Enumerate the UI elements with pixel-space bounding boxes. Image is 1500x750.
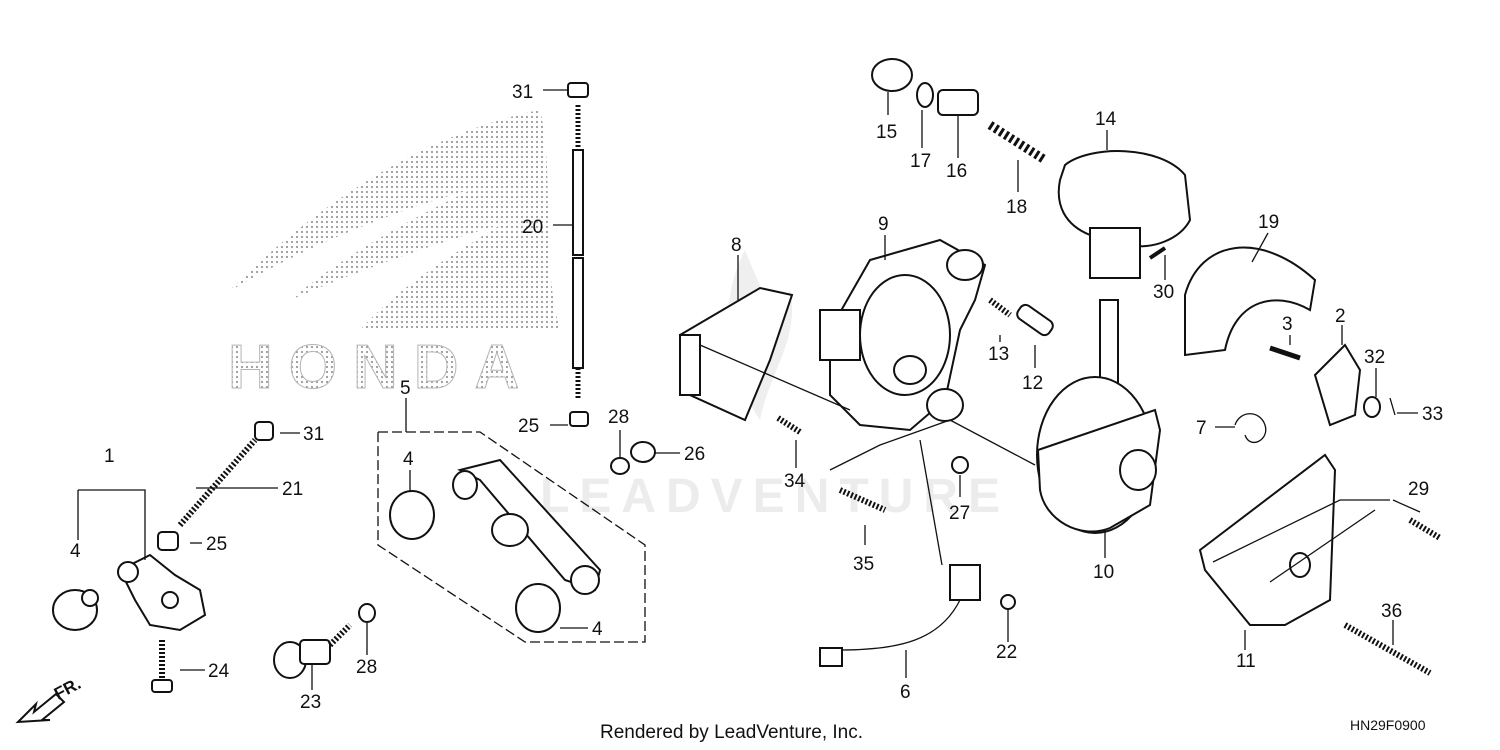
stud-rod [567, 82, 589, 427]
callout-19: 19 [1258, 212, 1279, 233]
callout-28-bottom: 28 [356, 657, 377, 678]
screw-22 [1000, 594, 1016, 610]
callout-labels: 31 20 25 31 21 25 24 1 4 5 4 4 23 28 28 … [70, 82, 1443, 713]
cover-19 [1184, 246, 1317, 357]
spring-7 [1234, 413, 1267, 444]
shift-knob [1057, 150, 1192, 411]
callout-14: 14 [1095, 109, 1117, 130]
callout-18: 18 [1006, 197, 1027, 218]
callout-31-top: 31 [512, 82, 533, 103]
callout-1: 1 [104, 446, 115, 467]
callout-25-left: 25 [206, 534, 227, 555]
pivot-bolt [273, 603, 376, 679]
switch-harness [819, 564, 981, 667]
bolt-27 [951, 456, 969, 474]
o-ring-17 [916, 82, 934, 108]
callout-4-mid: 4 [403, 449, 414, 470]
callout-15: 15 [876, 122, 897, 143]
callout-11: 11 [1236, 651, 1256, 672]
callout-28-top: 28 [608, 407, 629, 428]
callout-17: 17 [910, 151, 931, 172]
callout-4-left: 4 [70, 541, 81, 562]
callout-5: 5 [400, 378, 411, 399]
clip-33 [1389, 397, 1396, 416]
shift-housing [819, 238, 987, 432]
callout-2: 2 [1335, 306, 1346, 327]
callout-36: 36 [1381, 601, 1402, 622]
bolt-34 [776, 415, 802, 435]
callout-33: 33 [1422, 404, 1443, 425]
spring-13 [988, 297, 1012, 318]
washer-28 [610, 457, 630, 475]
leader-lines [77, 89, 1421, 690]
callout-27: 27 [949, 503, 970, 524]
long-bolt [157, 421, 274, 551]
callout-34: 34 [784, 471, 806, 492]
front-arrow-icon [15, 692, 66, 724]
joint-assembly [52, 553, 207, 693]
callout-20: 20 [522, 217, 543, 238]
callout-29: 29 [1408, 479, 1429, 500]
callout-35: 35 [853, 554, 874, 575]
callout-6: 6 [900, 682, 911, 703]
spring-18 [987, 121, 1048, 164]
valve-16 [937, 89, 979, 116]
callout-3: 3 [1282, 314, 1293, 335]
callout-26: 26 [684, 444, 705, 465]
bracket-plate [678, 286, 794, 422]
callout-16: 16 [946, 161, 967, 182]
plate-11 [1198, 453, 1337, 626]
shift-drum [1036, 376, 1162, 534]
callout-32: 32 [1364, 347, 1385, 368]
callout-12: 12 [1022, 373, 1043, 394]
bolt-3 [1269, 345, 1301, 361]
honda-watermark-text: HONDA [228, 333, 535, 402]
footer-rendered-by: Rendered by LeadVenture, Inc. [600, 722, 863, 743]
callout-10: 10 [1093, 562, 1114, 583]
plate-2 [1313, 343, 1362, 427]
pin-12 [1016, 303, 1054, 337]
bolt-36 [1343, 622, 1432, 676]
link-set [377, 431, 646, 643]
callout-25-top: 25 [518, 416, 539, 437]
callout-21: 21 [282, 479, 303, 500]
cap-15 [871, 58, 913, 92]
callout-4-bottom: 4 [592, 619, 603, 640]
diagram-code: HN29F0900 [1350, 717, 1426, 733]
callout-30: 30 [1153, 282, 1174, 303]
callout-31-left: 31 [303, 424, 324, 445]
bolt-35 [838, 487, 887, 513]
screw-30 [1148, 246, 1167, 260]
callout-24: 24 [208, 661, 230, 682]
callout-13: 13 [988, 344, 1009, 365]
callout-22: 22 [996, 642, 1017, 663]
leadventure-watermark: LEADVENTURE [540, 470, 1010, 523]
callout-8: 8 [731, 235, 742, 256]
washer-32 [1363, 396, 1381, 418]
front-direction-marker: FR. [15, 674, 84, 724]
bolt-29 [1408, 517, 1442, 541]
callout-23: 23 [300, 692, 321, 713]
callout-9: 9 [878, 214, 889, 235]
honda-wing-watermark: HONDA [228, 110, 560, 403]
callout-7: 7 [1196, 418, 1207, 439]
washer-26 [630, 441, 656, 463]
